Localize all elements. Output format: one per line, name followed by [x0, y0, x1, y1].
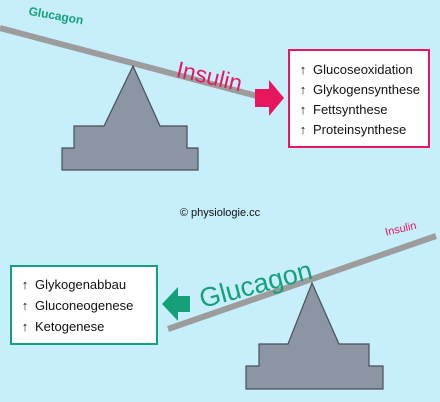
- effect-item: ↑ Glykogenabbau: [20, 274, 148, 295]
- effect-item: ↑ Fettsynthese: [298, 99, 420, 119]
- effect-item: ↑ Glucoseoxidation: [298, 59, 420, 79]
- up-arrow-icon: ↑: [299, 121, 307, 137]
- insulin-arrow-icon: [255, 80, 284, 116]
- copyright-credit: © physiologie.cc: [179, 207, 261, 219]
- glucagon-effects-box: ↑ Glykogenabbau ↑ Gluconeogenese ↑ Ketog…: [10, 265, 158, 345]
- effect-text: Proteinsynthese: [313, 121, 407, 137]
- top-seesaw-beam: [0, 25, 273, 103]
- effect-item: ↑ Gluconeogenese: [20, 295, 148, 316]
- bottom-seesaw-base: [245, 281, 384, 390]
- effect-item: ↑ Glykogensynthese: [298, 79, 420, 99]
- glucagon-arrow-icon: [162, 287, 190, 321]
- up-arrow-icon: ↑: [21, 319, 29, 334]
- effect-text: Ketogenese: [35, 319, 105, 334]
- effect-text: Fettsynthese: [313, 101, 388, 117]
- effect-text: Glucoseoxidation: [313, 61, 413, 77]
- up-arrow-icon: ↑: [299, 81, 307, 97]
- up-arrow-icon: ↑: [299, 61, 307, 77]
- effect-text: Glykogenabbau: [35, 277, 127, 292]
- up-arrow-icon: ↑: [299, 101, 307, 117]
- up-arrow-icon: ↑: [21, 298, 29, 313]
- effect-text: Gluconeogenese: [35, 298, 134, 313]
- bottom-seesaw-beam: [167, 233, 437, 332]
- insulin-effects-box: ↑ Glucoseoxidation ↑ Glykogensynthese ↑ …: [288, 49, 430, 148]
- up-arrow-icon: ↑: [21, 277, 29, 292]
- effect-item: ↑ Proteinsynthese: [298, 119, 420, 139]
- top-seesaw-base: [61, 64, 199, 171]
- effect-item: ↑ Ketogenese: [20, 316, 148, 337]
- effect-text: Glykogensynthese: [313, 81, 420, 97]
